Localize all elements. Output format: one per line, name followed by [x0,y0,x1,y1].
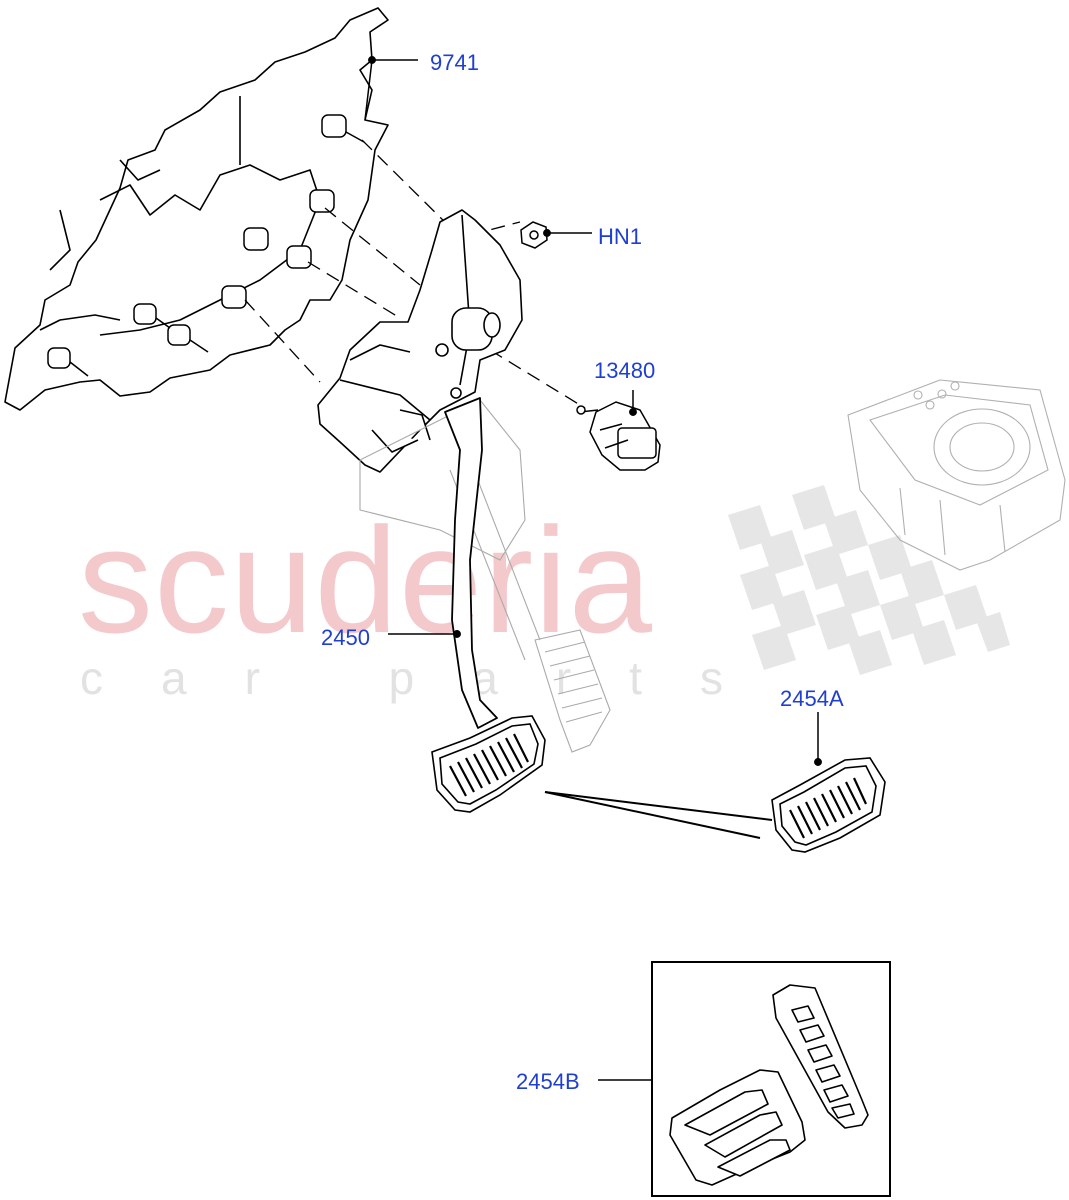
callout-13480[interactable]: 13480 [594,358,656,383]
brake-light-switch [576,401,661,471]
callout-2454b[interactable]: 2454B [516,1069,580,1094]
brake-pedal-arm [444,397,498,729]
callout-2450[interactable]: 2450 [321,625,370,650]
pad-2454a-ribs [789,777,867,839]
inset-frame [651,961,891,1197]
watermark-brand: scuderia [78,496,653,664]
callout-2454a[interactable]: 2454A [780,686,844,711]
mounting-panel [4,7,389,411]
callout-9741[interactable]: 9741 [430,50,479,75]
callout-leaders [364,56,822,1081]
inset-accelerator-pad [772,984,869,1129]
mounting-studs [47,114,365,377]
callout-hn1[interactable]: HN1 [598,224,643,249]
inset-brake-pad [669,1069,806,1186]
checkered-flag-watermark [728,485,1010,675]
ghost-gear-selector [847,379,1066,571]
alternative-part-lines [544,791,773,839]
watermark-tagline: car parts [80,652,781,704]
brake-pad-ribs [449,733,529,797]
pedal-box-bracket [317,209,523,473]
hex-nut [520,221,548,249]
